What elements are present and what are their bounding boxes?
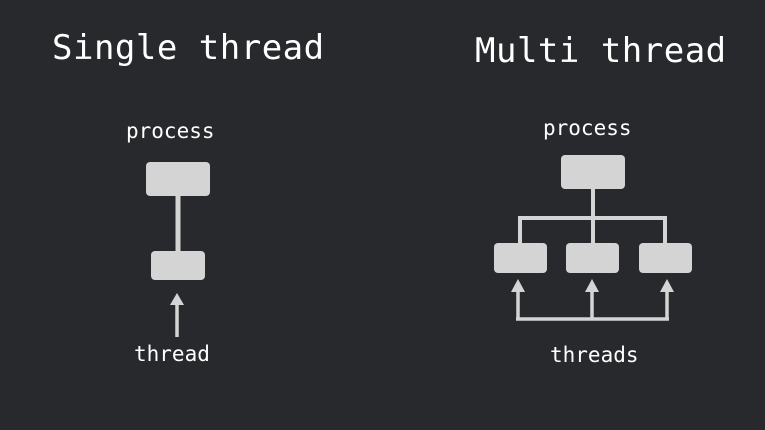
multi-thread-box-1 bbox=[494, 243, 547, 273]
single-thread-arrow-head bbox=[170, 293, 184, 305]
multi-arrow-1-head bbox=[511, 279, 525, 292]
single-thread-label: thread bbox=[134, 342, 210, 366]
multi-process-box bbox=[561, 155, 625, 189]
multi-threads-label: threads bbox=[550, 343, 639, 367]
multi-arrow-2-head bbox=[585, 279, 599, 292]
multi-process-label: process bbox=[543, 116, 632, 140]
multi-thread-box-3 bbox=[639, 243, 692, 273]
single-thread-diagram bbox=[146, 162, 210, 337]
multi-arrow-3-head bbox=[660, 279, 674, 292]
single-thread-title: Single thread bbox=[52, 28, 325, 68]
multi-thread-box-2 bbox=[566, 243, 619, 273]
single-process-box bbox=[146, 162, 210, 196]
multi-thread-title: Multi thread bbox=[475, 31, 727, 71]
multi-thread-diagram bbox=[494, 155, 692, 321]
single-thread-box bbox=[151, 251, 205, 280]
single-process-label: process bbox=[126, 119, 215, 143]
